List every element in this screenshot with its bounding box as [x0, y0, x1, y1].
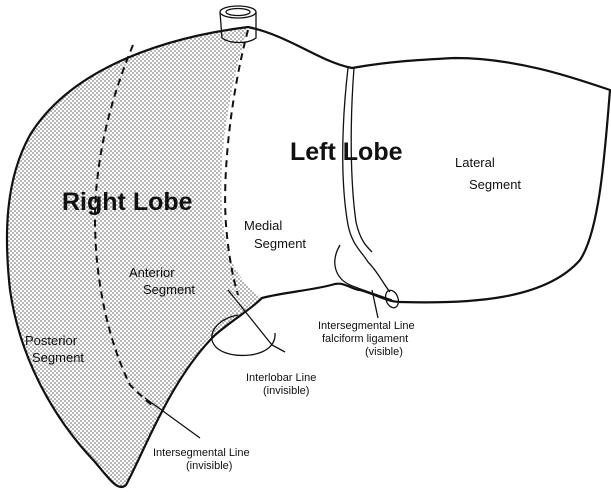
anterior-segment-label-line1: Anterior [129, 265, 175, 280]
posterior-segment-label-line2: Segment [32, 350, 84, 365]
medial-segment-label-line2: Segment [254, 236, 306, 251]
interlobar-caption-line2: (invisible) [263, 385, 309, 397]
medial-segment-label-line1: Medial [244, 218, 282, 233]
anterior-segment-label-line2: Segment [143, 282, 195, 297]
round-ligament [368, 262, 390, 292]
falciform-caption-line1: Intersegmental Line [318, 320, 415, 332]
right-lobe-shaded-region [7, 27, 262, 487]
posterior-segment-label-line1: Posterior [25, 333, 78, 348]
interlobar-caption-line1: Interlobar Line [246, 372, 316, 384]
round-ligament-end [383, 288, 400, 309]
falciform-caption-line3: (visible) [365, 346, 403, 358]
intersegmental-caption-line2: (invisible) [186, 460, 232, 472]
left-lobe-label: Left Lobe [290, 138, 403, 166]
vena-cava-lumen [226, 9, 250, 16]
lateral-segment-label-line1: Lateral [455, 155, 495, 170]
falciform-caption-line2: falciform ligament [322, 333, 408, 345]
lateral-segment-label-line2: Segment [469, 177, 521, 192]
gallbladder [212, 315, 275, 355]
intersegmental-caption-line1: Intersegmental Line [153, 447, 250, 459]
right-lobe-label: Right Lobe [62, 188, 193, 216]
